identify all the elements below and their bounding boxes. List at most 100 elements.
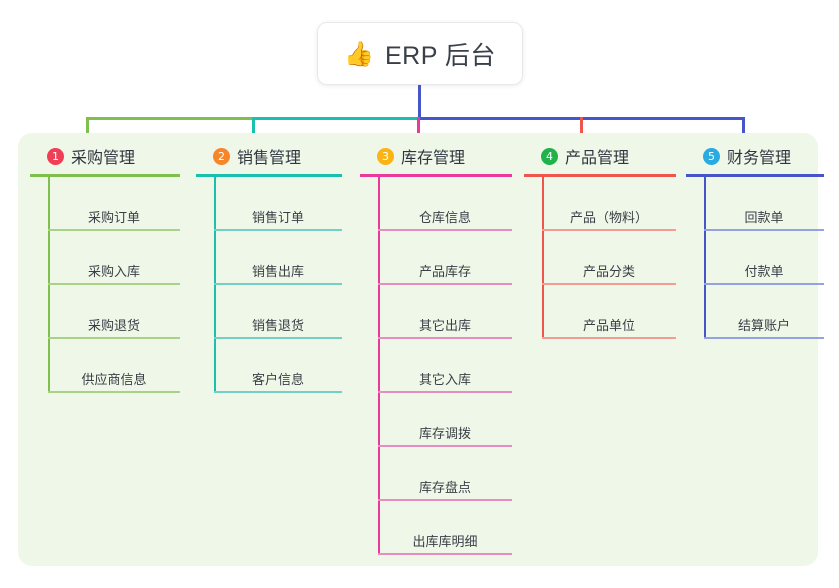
list-item-underline [704,229,824,231]
list-item-label: 采购入库 [87,264,140,279]
list-item[interactable]: 其它出库 [378,285,512,339]
column-number-badge: 3 [377,147,394,165]
list-item-label: 销售订单 [251,210,304,225]
column-title-underline [686,174,824,177]
column-drop-connector [580,117,583,143]
list-item[interactable]: 库存调拨 [378,393,512,447]
list-item-label: 其它入库 [418,372,471,387]
list-item-label: 其它出库 [418,318,471,333]
column-3: 3 库存管理仓库信息产品库存其它出库其它入库库存调拨库存盘点出库库明细 [360,143,512,555]
list-item-underline [378,445,512,447]
list-item-underline [214,391,342,393]
column-number-badge: 1 [47,147,64,165]
column-title: 采购管理 [71,150,136,167]
list-item[interactable]: 供应商信息 [48,339,180,393]
connector-segment [254,117,419,120]
connector-segment [86,117,256,120]
list-item-label: 结算账户 [737,318,790,333]
list-item[interactable]: 销售退货 [214,285,342,339]
list-item-underline [378,229,512,231]
list-item-underline [214,283,342,285]
list-item[interactable]: 出库库明细 [378,501,512,555]
column-title: 产品管理 [565,150,630,167]
list-item[interactable]: 产品（物料） [542,177,676,231]
list-item-label: 付款单 [744,264,784,279]
list-item-label: 库存盘点 [418,480,471,495]
column-2: 2 销售管理销售订单销售出库销售退货客户信息 [196,143,342,393]
root-node[interactable]: 👍 ERP 后台 [317,22,523,85]
list-item-underline [542,283,676,285]
list-item-underline [542,229,676,231]
list-item-label: 回款单 [744,210,784,225]
list-item[interactable]: 采购入库 [48,231,180,285]
list-item[interactable]: 其它入库 [378,339,512,393]
list-item-label: 销售退货 [251,318,304,333]
list-item[interactable]: 产品库存 [378,231,512,285]
list-item-label: 采购订单 [87,210,140,225]
content-panel [18,133,818,566]
column-title: 库存管理 [401,150,466,167]
list-item[interactable]: 仓库信息 [378,177,512,231]
column-header[interactable]: 3 库存管理 [360,143,512,169]
list-item-underline [214,337,342,339]
column-title: 销售管理 [237,150,302,167]
list-item[interactable]: 付款单 [704,231,824,285]
list-item-label: 产品分类 [582,264,635,279]
list-item[interactable]: 产品单位 [542,285,676,339]
root-node-content: 👍 ERP 后台 [344,36,496,72]
list-item-label: 仓库信息 [418,210,471,225]
list-item-label: 产品（物料） [569,210,648,225]
list-item[interactable]: 产品分类 [542,231,676,285]
column-header[interactable]: 2 销售管理 [196,143,342,169]
column-items: 销售订单销售出库销售退货客户信息 [196,177,342,393]
column-drop-connector [742,117,745,143]
list-item-label: 产品单位 [582,318,635,333]
column-items: 回款单付款单结算账户 [686,177,824,339]
list-item-label: 产品库存 [418,264,471,279]
list-item-label: 客户信息 [251,372,304,387]
thumbs-up-icon: 👍 [344,39,374,68]
column-title-underline [196,174,342,177]
list-item-label: 库存调拨 [418,426,471,441]
list-item-label: 供应商信息 [81,372,147,387]
column-spine [48,177,50,393]
list-item-underline [704,283,824,285]
column-drop-connector [252,117,255,143]
list-item-underline [48,283,180,285]
list-item[interactable]: 回款单 [704,177,824,231]
column-number-badge: 2 [213,147,230,165]
list-item-label: 采购退货 [87,318,140,333]
column-1: 1 采购管理采购订单采购入库采购退货供应商信息 [30,143,180,393]
column-header[interactable]: 4 产品管理 [524,143,676,169]
column-title-underline [524,174,676,177]
column-header[interactable]: 1 采购管理 [30,143,180,169]
column-spine [704,177,706,339]
list-item-underline [378,283,512,285]
column-title: 财务管理 [727,150,792,167]
column-title-underline [30,174,180,177]
column-number-badge: 4 [541,147,558,165]
list-item-underline [542,337,676,339]
column-drop-connector [86,117,89,143]
list-item[interactable]: 销售出库 [214,231,342,285]
column-items: 采购订单采购入库采购退货供应商信息 [30,177,180,393]
list-item[interactable]: 结算账户 [704,285,824,339]
list-item-underline [48,391,180,393]
list-item-underline [378,337,512,339]
list-item[interactable]: 销售订单 [214,177,342,231]
column-spine [214,177,216,393]
root-title: ERP 后台 [384,41,496,70]
list-item[interactable]: 库存盘点 [378,447,512,501]
list-item[interactable]: 采购订单 [48,177,180,231]
column-items: 仓库信息产品库存其它出库其它入库库存调拨库存盘点出库库明细 [360,177,512,555]
list-item-label: 出库库明细 [412,534,478,549]
list-item-underline [378,553,512,555]
list-item[interactable]: 客户信息 [214,339,342,393]
root-stem-connector [418,85,421,118]
list-item-underline [214,229,342,231]
list-item[interactable]: 采购退货 [48,285,180,339]
list-item-underline [378,499,512,501]
